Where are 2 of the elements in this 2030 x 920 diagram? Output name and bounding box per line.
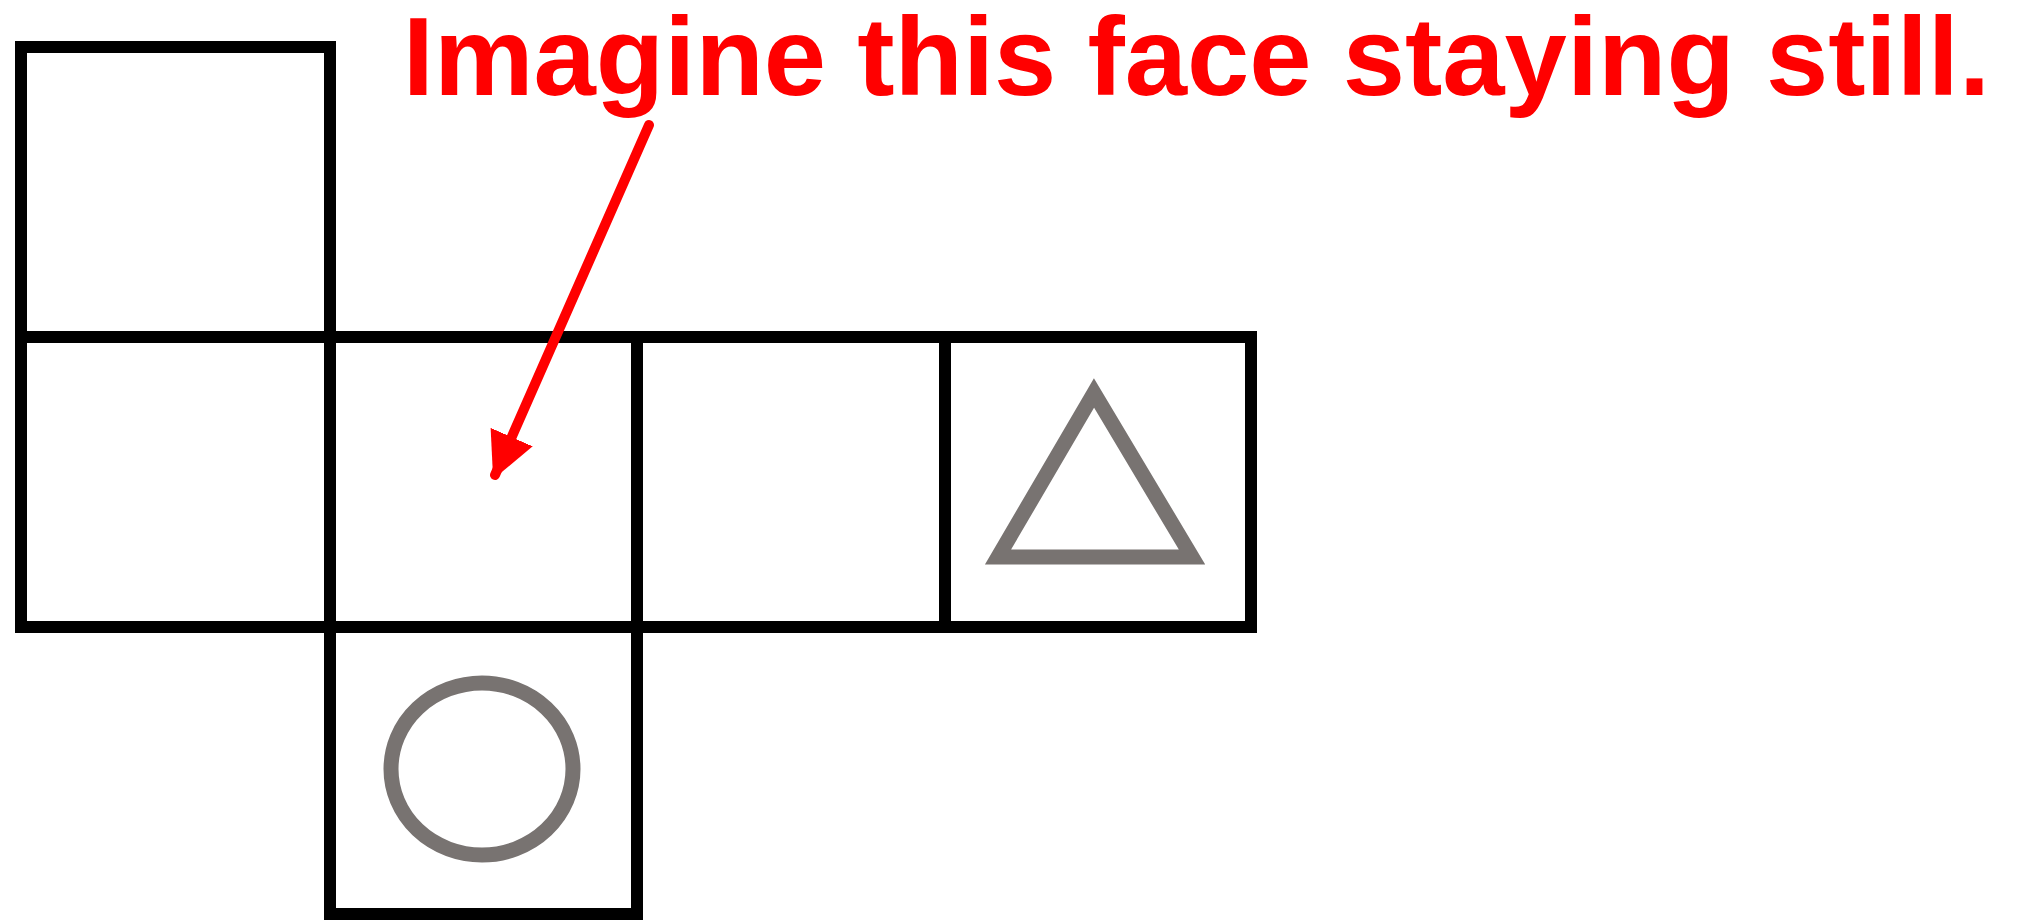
instruction-text: Imagine this face staying still. [300,0,1990,120]
leader-arrow [490,120,654,480]
